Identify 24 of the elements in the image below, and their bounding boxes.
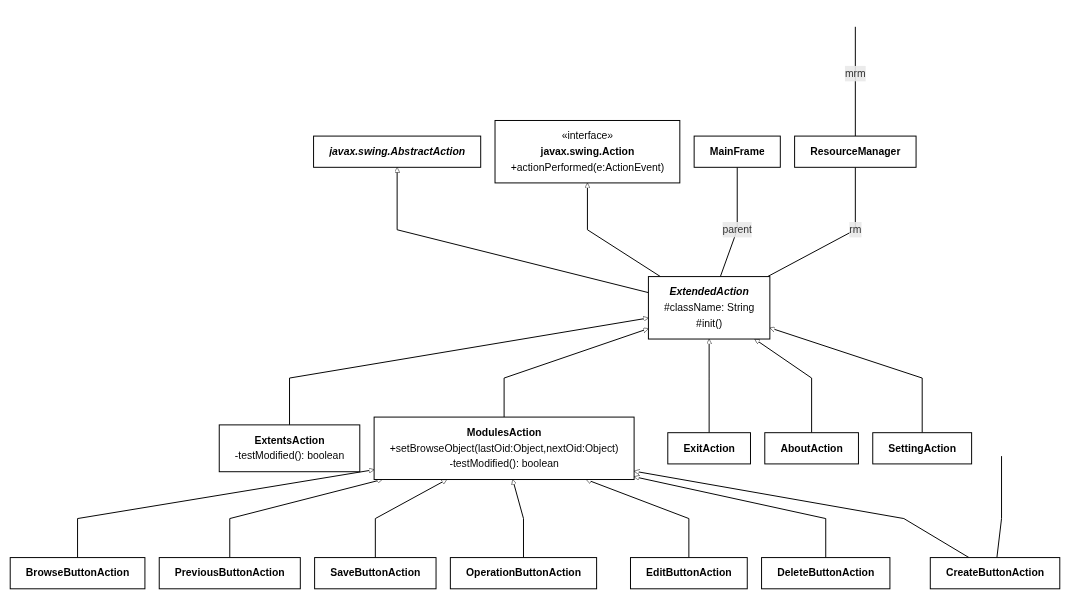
node-box: ExitAction — [667, 432, 751, 465]
connector — [719, 166, 738, 278]
node-box: ExtentsAction -testModified(): boolean — [218, 424, 361, 473]
node-box: SaveButtonAction — [314, 557, 437, 590]
node-box: DeleteButtonAction — [761, 557, 891, 590]
node-box: «interface» javax.swing.Action +actionPerformed(e:ActionEvent) — [494, 120, 681, 184]
node-box: AboutAction — [764, 432, 859, 465]
node-box: PreviousButtonAction — [158, 557, 301, 590]
node-box: MainFrame — [693, 135, 781, 168]
node-box: CreateButtonAction — [929, 557, 1061, 590]
node-box: BrowseButtonAction — [9, 557, 146, 590]
connector — [996, 455, 1003, 559]
node-box: EditButtonAction — [630, 557, 748, 590]
node-box: javax.swing.AbstractAction — [313, 135, 482, 168]
edge-label: rm — [849, 223, 862, 235]
node-box: ExtendedAction #className: String #init() — [647, 276, 771, 340]
edge-label: mrm — [844, 67, 866, 79]
connector — [767, 166, 856, 278]
node-box: ModulesAction +setBrowseObject(lastOid:Object,nextOid:Object) -testModified(): boolean — [373, 416, 635, 480]
node-box: OperationButtonAction — [449, 557, 598, 590]
connector — [854, 26, 856, 137]
node-box: ResourceManager — [794, 135, 917, 168]
edge-label: parent — [722, 223, 752, 235]
node-box: SettingAction — [872, 432, 973, 465]
